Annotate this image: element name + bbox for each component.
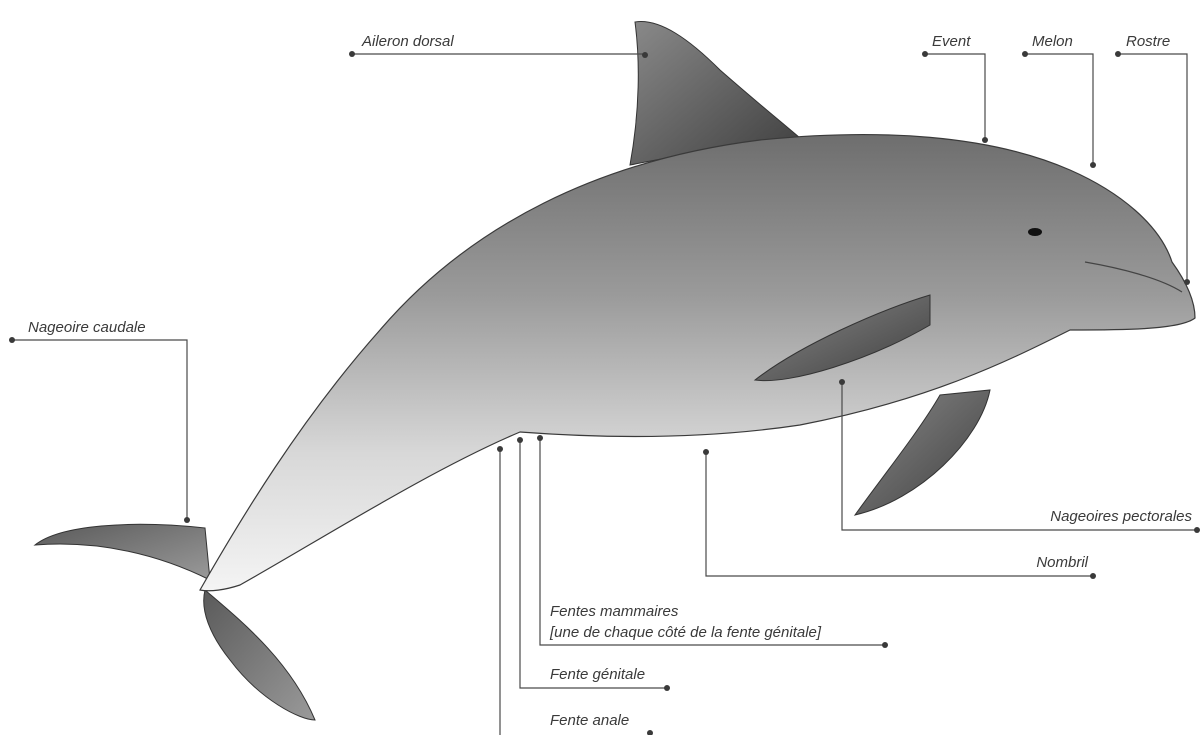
leader-navel <box>706 452 1093 576</box>
label-anal-slit: Fente anale <box>550 712 629 730</box>
label-genital-slit: Fente génitale <box>550 666 645 684</box>
label-dorsal-fin: Aileron dorsal <box>362 33 454 51</box>
label-caudal-fin: Nageoire caudale <box>28 319 146 337</box>
label-pectoral-fins: Nageoires pectorales <box>1050 508 1192 526</box>
leader-melon <box>1025 54 1093 165</box>
leader-rostrum <box>1118 54 1187 282</box>
leader-blowhole <box>925 54 985 140</box>
label-mammary-slits-line1: Fentes mammaires <box>550 603 678 621</box>
label-mammary-slits-line2: [une de chaque côté de la fente génitale… <box>550 624 821 642</box>
label-melon: Melon <box>1032 33 1073 51</box>
leader-genital-slit <box>520 440 667 688</box>
leader-caudal-fin <box>12 340 187 520</box>
label-blowhole: Event <box>932 33 970 51</box>
label-navel: Nombril <box>1036 554 1088 572</box>
label-rostrum: Rostre <box>1126 33 1170 51</box>
